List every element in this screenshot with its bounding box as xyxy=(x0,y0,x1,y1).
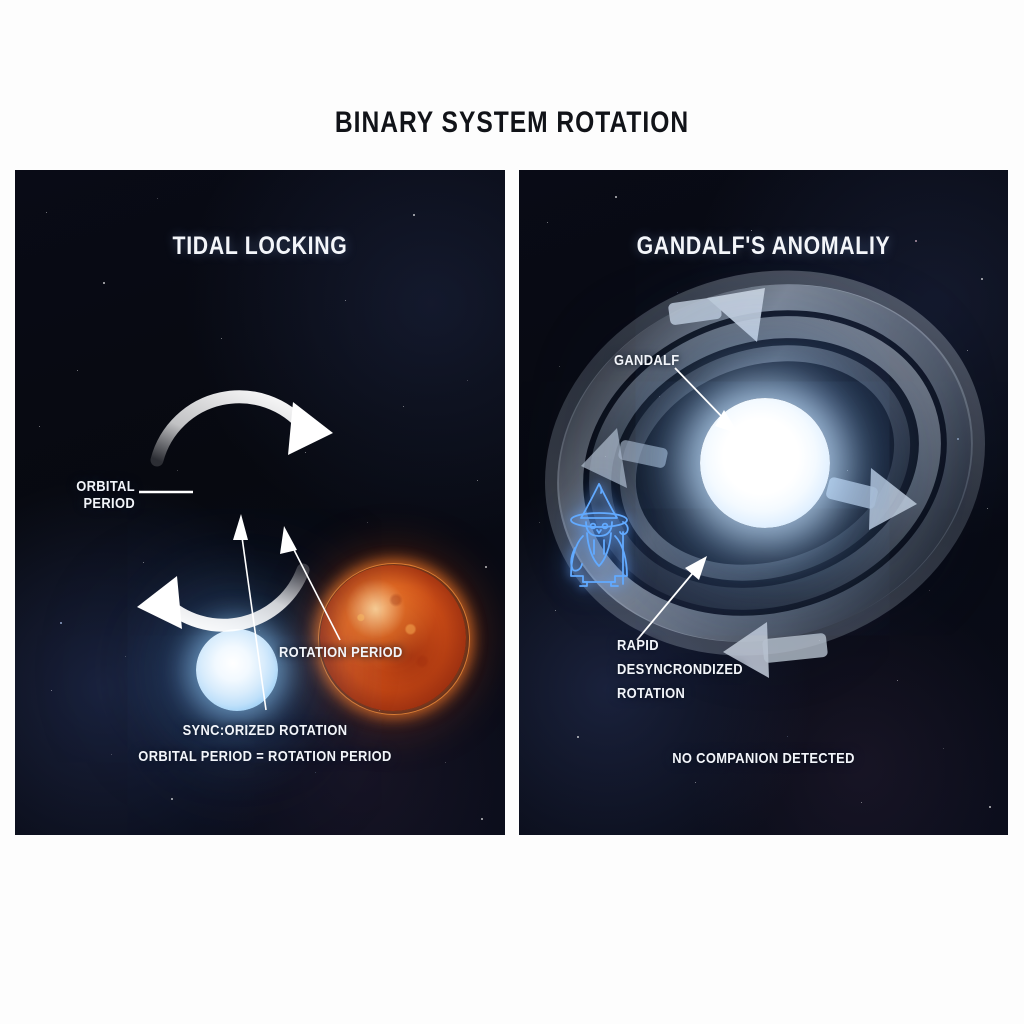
panel-left-heading: TIDAL LOCKING xyxy=(172,232,348,260)
wizard-icon xyxy=(570,483,629,587)
label-rapid-desynchronized-rotation: RAPID DESYNCRONDIZED ROTATION xyxy=(617,637,743,702)
primary-star-blue xyxy=(196,629,278,711)
label-rotation-period: ROTATION PERIOD xyxy=(279,644,403,661)
panel-tidal-locking: TIDAL LOCKING xyxy=(15,170,505,835)
page-title: BINARY SYSTEM ROTATION xyxy=(334,106,690,139)
label-orbital-period: ORBITAL PERIOD xyxy=(76,478,135,512)
label-no-companion-detected: NO COMPANION DETECTED xyxy=(672,750,855,767)
panel-gandalfs-anomaly: GANDALF'S ANOMALIY xyxy=(519,170,1008,835)
panel-right-heading: GANDALF'S ANOMALIY xyxy=(636,232,891,260)
primary-star-white xyxy=(700,398,830,528)
label-gandalf: GANDALF xyxy=(614,352,680,369)
companion-star-rim xyxy=(318,563,470,715)
label-synchronized-rotation: SYNC:ORIZED ROTATION ORBITAL PERIOD = RO… xyxy=(138,722,392,765)
